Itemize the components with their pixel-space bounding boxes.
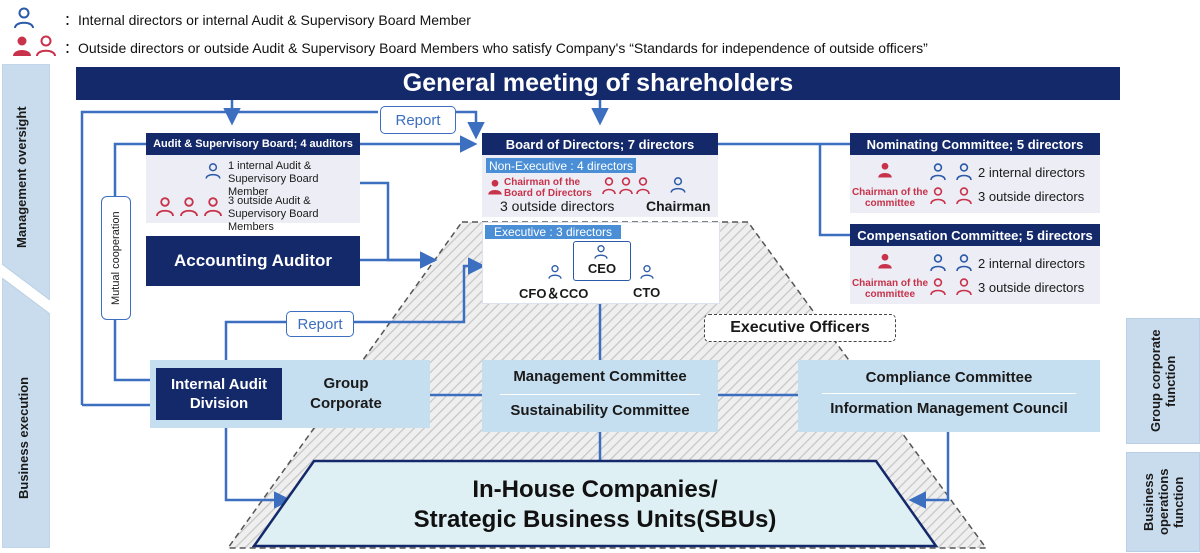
compensation-chair-icon xyxy=(876,251,894,271)
internal-legend-icon xyxy=(12,6,36,30)
executive-officers-label: Executive Officers xyxy=(704,314,896,342)
compensation-body: Chairman of the committee 2 internal dir… xyxy=(850,246,1100,304)
compliance-committee-text: Compliance Committee xyxy=(865,369,1033,386)
sbu-shape xyxy=(251,459,939,548)
compensation-outside-icons xyxy=(930,278,974,296)
compensation-title: Compensation Committee; 5 directors xyxy=(850,224,1100,246)
ceo-text: CEO xyxy=(587,261,617,276)
sbu-line1: In-House Companies/ xyxy=(472,476,718,503)
ceo-box: CEO xyxy=(573,241,631,281)
chair-board-label: Chairman of the Board of Directors xyxy=(504,177,592,199)
business-operations-function-label: Business operations function xyxy=(1140,468,1186,536)
audit-outside-text: 3 outside Audit & Supervisory Board Memb… xyxy=(228,195,319,233)
business-execution-band: Business execution xyxy=(2,278,50,548)
internal-person-icon xyxy=(204,161,222,181)
group-corporate-function-label: Group corporate function xyxy=(1148,329,1178,433)
cto-icon xyxy=(639,263,655,281)
compliance-box: Compliance Committee Information Managem… xyxy=(798,360,1100,432)
compensation-internal-icons xyxy=(930,254,974,272)
audit-internal-text: 1 internal Audit & Supervisory Board Mem… xyxy=(228,160,319,198)
ceo-icon xyxy=(593,243,609,261)
report-label-top: Report xyxy=(380,106,456,134)
nominating-body: Chairman of the committee 2 internal dir… xyxy=(850,155,1100,213)
nominating-outside-text: 3 outside directors xyxy=(978,189,1085,204)
legend-internal-text: ：Internal directors or internal Audit & … xyxy=(64,12,471,28)
group-corporate-function-band: Group corporate function xyxy=(1126,318,1200,444)
group-corporate-text: Group Corporate xyxy=(310,375,382,412)
chairman-icon xyxy=(669,175,687,195)
business-execution-label: Business execution xyxy=(16,376,31,500)
compensation-internal-text: 2 internal directors xyxy=(978,256,1085,271)
chairman-text: Chairman xyxy=(646,198,711,214)
general-meeting-of-shareholders: General meeting of shareholders xyxy=(76,67,1120,100)
cfo-icon xyxy=(547,263,563,281)
committees-box: Management Committee Sustainability Comm… xyxy=(482,360,718,432)
board-exec-body: Executive : 3 directors CEO CFO＆CCO CTO xyxy=(482,222,720,304)
nominating-internal-text: 2 internal directors xyxy=(978,165,1085,180)
legend-outside-text: ：Outside directors or outside Audit & Su… xyxy=(64,40,928,56)
management-committee-text: Management Committee xyxy=(513,368,687,385)
outside-director-icons xyxy=(602,177,650,195)
report-label-mid: Report xyxy=(286,311,354,337)
divider xyxy=(500,394,700,395)
management-oversight-label: Management oversight xyxy=(14,106,29,248)
mutual-cooperation-box: Mutual cooperation xyxy=(101,196,131,320)
non-executive-pill: Non-Executive : 4 directors xyxy=(486,158,636,173)
nominating-internal-icons xyxy=(930,163,974,181)
compensation-chair-label: Chairman of the committee xyxy=(851,278,929,300)
executive-pill: Executive : 3 directors xyxy=(485,225,621,239)
mutual-cooperation-label: Mutual cooperation xyxy=(110,211,122,305)
sustainability-committee-text: Sustainability Committee xyxy=(510,402,690,419)
cfo-text: CFO＆CCO xyxy=(519,286,589,301)
business-operations-function-band: Business operations function xyxy=(1126,452,1200,552)
management-oversight-band: Management oversight xyxy=(2,64,50,300)
board-title: Board of Directors; 7 directors xyxy=(482,133,718,155)
information-management-council-text: Information Management Council xyxy=(830,400,1068,417)
sbu-line2: Strategic Business Units(SBUs) xyxy=(413,506,777,533)
outside-person-icons xyxy=(156,197,222,217)
sbu-label: In-House Companies/ Strategic Business U… xyxy=(300,470,890,540)
nominating-title: Nominating Committee; 5 directors xyxy=(850,133,1100,155)
compensation-outside-text: 3 outside directors xyxy=(978,280,1085,295)
audit-board-title: Audit & Supervisory Board; 4 auditors xyxy=(146,133,360,155)
nominating-chair-label: Chairman of the committee xyxy=(851,187,929,209)
nominating-chair-icon xyxy=(876,160,894,180)
internal-audit-division: Internal Audit Division xyxy=(156,368,282,420)
chair-person-icon xyxy=(486,177,504,197)
divider xyxy=(822,393,1076,394)
audit-board-body: 1 internal Audit & Supervisory Board Mem… xyxy=(146,155,360,233)
board-nonexec-body: Non-Executive : 4 directors Chairman of … xyxy=(482,155,718,217)
accounting-auditor: Accounting Auditor xyxy=(146,236,360,286)
nominating-outside-icons xyxy=(930,187,974,205)
outside-directors-text: 3 outside directors xyxy=(500,198,615,214)
cto-text: CTO xyxy=(633,285,661,300)
outside-legend-icon xyxy=(10,34,60,58)
